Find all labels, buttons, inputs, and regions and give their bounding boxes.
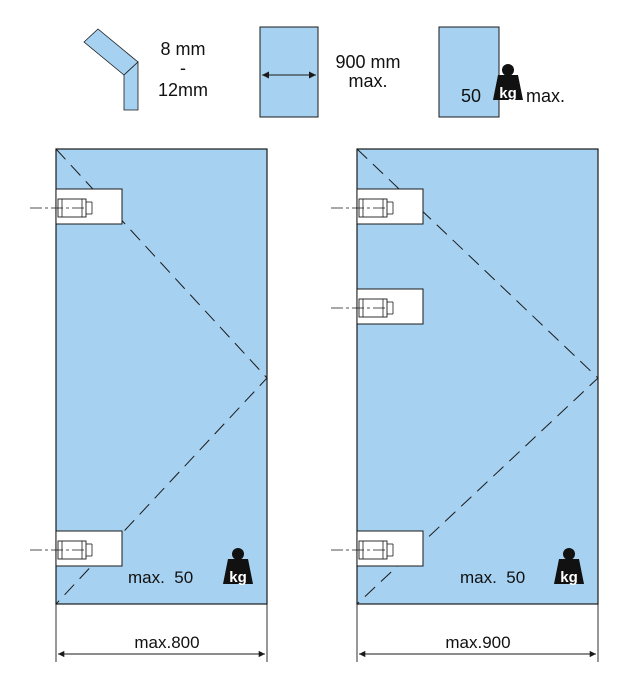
- door-right: max. 50 kg max.900: [331, 148, 599, 662]
- door-left-weight-label: max. 50: [128, 568, 193, 587]
- thickness-line3: 12mm: [158, 80, 208, 100]
- glass-thickness-icon: [83, 28, 139, 111]
- door-left: max. 50 kg max.800: [30, 148, 268, 662]
- hinge-left-bottom: [30, 530, 123, 567]
- width-line2: max.: [348, 71, 387, 91]
- hinge-right-middle: [331, 288, 424, 325]
- weight-unit: kg: [499, 85, 517, 102]
- thickness-line2: -: [180, 58, 186, 78]
- glass-panel-left: [55, 148, 268, 605]
- door-width-icon: [259, 26, 319, 118]
- weight-icon: kg: [493, 64, 523, 102]
- glass-panel-right: [356, 148, 599, 605]
- dimension-label-left: max.800: [134, 633, 199, 652]
- width-line1: 900 mm: [335, 52, 400, 72]
- hinge-right-bottom: [331, 530, 424, 567]
- hinge-right-top: [331, 188, 424, 225]
- weight-icon: kg: [554, 548, 584, 586]
- weight-suffix: max.: [526, 86, 565, 106]
- door-right-weight-label: max. 50: [460, 568, 525, 587]
- dimension-line-left: max.800: [55, 604, 268, 662]
- weight-value: 50: [461, 86, 481, 106]
- thickness-spec: 8 mm - 12mm: [83, 28, 208, 111]
- opening-direction-right: [356, 148, 599, 605]
- thickness-line1: 8 mm: [161, 39, 206, 59]
- weight-spec: 50 kg max.: [438, 26, 565, 118]
- dimension-line-right: max.900: [356, 604, 599, 662]
- width-spec: 900 mm max.: [259, 26, 401, 118]
- weight-icon: kg: [223, 548, 253, 586]
- opening-direction-left: [55, 148, 268, 605]
- door-left-weight-unit: kg: [229, 569, 247, 586]
- door-weight-icon: [438, 26, 500, 118]
- hinge-left-top: [30, 188, 123, 225]
- door-right-weight-unit: kg: [560, 569, 578, 586]
- dimension-label-right: max.900: [445, 633, 510, 652]
